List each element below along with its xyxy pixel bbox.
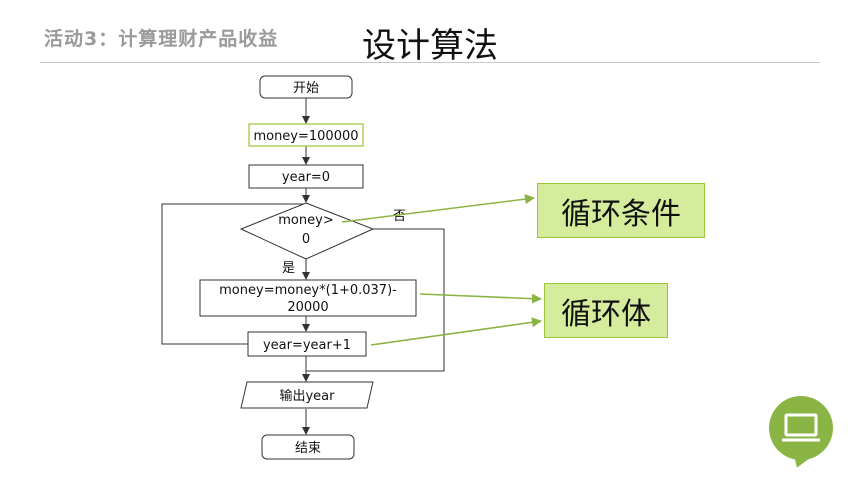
page-title: 设计算法 <box>362 26 498 66</box>
output-node <box>240 381 374 409</box>
end-node-label: 结束 <box>295 441 321 456</box>
monitor-badge[interactable] <box>769 396 833 460</box>
condition-label-line2: 0 <box>302 232 310 247</box>
loop-condition-callout: 循环条件 <box>537 183 705 238</box>
update-money-line2: 20000 <box>287 300 328 315</box>
condition-decision <box>239 202 375 260</box>
activity-heading: 活动3：计算理财产品收益 <box>44 28 279 50</box>
start-node-label: 开始 <box>293 81 319 96</box>
init-year-label: year=0 <box>282 170 330 185</box>
monitor-icon <box>782 413 820 442</box>
init-year-node <box>248 164 364 189</box>
flow-connectors <box>161 98 445 435</box>
output-label: 输出year <box>279 388 335 404</box>
start-node <box>259 75 353 99</box>
loop-body-callout: 循环体 <box>544 283 668 338</box>
end-node <box>261 434 355 460</box>
no-branch-label: 否 <box>393 209 406 224</box>
init-money-node <box>248 123 364 147</box>
update-money-node <box>199 279 417 317</box>
callout-arrows <box>341 194 542 346</box>
init-money-label: money=100000 <box>253 129 358 144</box>
update-year-label: year=year+1 <box>263 338 351 353</box>
yes-branch-label: 是 <box>282 261 295 276</box>
header-divider <box>40 62 820 63</box>
update-money-line1: money=money*(1+0.037)- <box>219 283 397 298</box>
update-year-node <box>247 331 367 357</box>
condition-label-line1: money> <box>278 213 333 228</box>
